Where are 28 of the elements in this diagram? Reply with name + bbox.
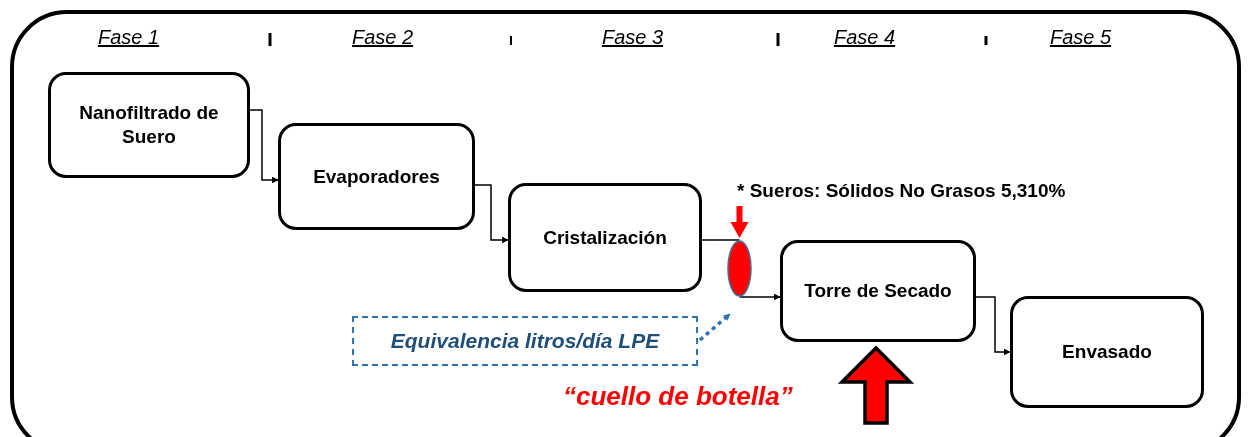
note-box [352, 316, 698, 366]
bottleneck-label: “cuello de botella” [563, 381, 793, 412]
process-box [780, 240, 976, 342]
arrow [730, 206, 749, 238]
step-label: Cristalización [543, 225, 667, 250]
arrow [975, 296, 1011, 356]
connector-line [701, 239, 741, 241]
process-box [48, 72, 250, 178]
phase-heading: Fase 2 [352, 26, 414, 49]
phase-heading: Fase 4 [834, 26, 896, 49]
note-text: * Sueros: Sólidos No Grasos 5,310% [737, 180, 1066, 202]
step-label: Evaporadores [313, 164, 440, 189]
marker-ellipse [727, 240, 752, 297]
step-label: Torre de Secado [804, 279, 952, 303]
dotted-arrow [698, 312, 732, 342]
note-text: Equivalencia litros/día LPE [390, 327, 660, 354]
block-arrow [837, 345, 915, 425]
process-box [508, 183, 702, 292]
process-box [278, 123, 475, 230]
step-label: Envasado [1062, 340, 1152, 364]
step-label: Nanofiltrado de Suero [78, 101, 220, 149]
process-box [1010, 296, 1204, 408]
phase-heading: Fase 3 [602, 26, 664, 49]
arrow [249, 109, 279, 184]
arrow [738, 293, 781, 301]
arrow [474, 184, 509, 244]
phase-heading: Fase 1 [98, 26, 160, 49]
phase-heading: Fase 5 [1050, 26, 1112, 49]
